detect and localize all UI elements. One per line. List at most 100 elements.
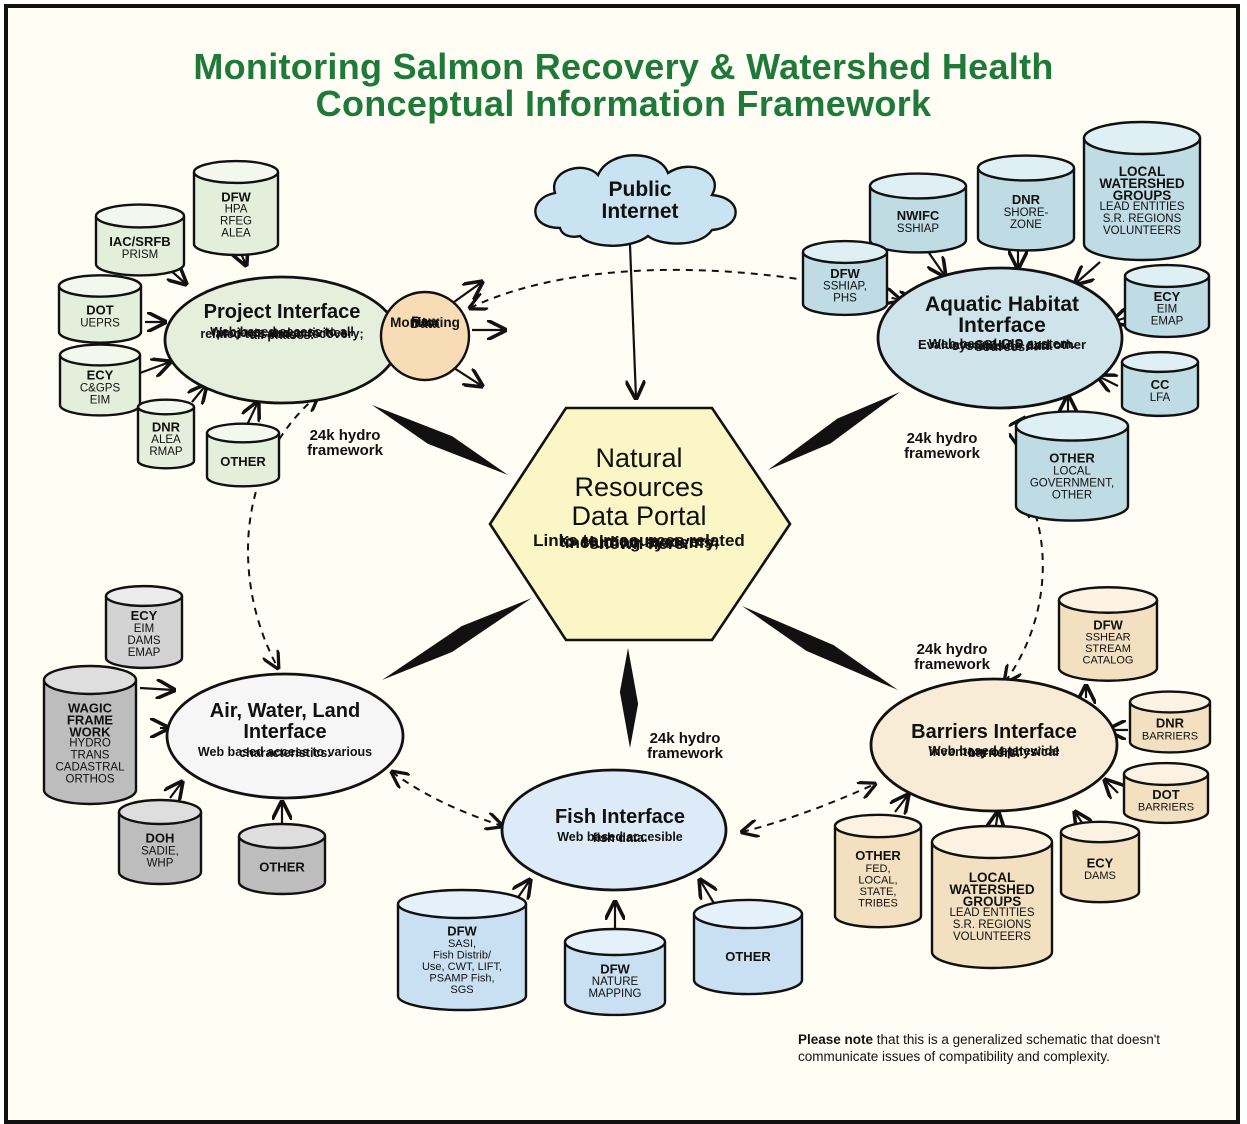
- database-aquatic-5: [1120, 350, 1200, 418]
- database-barriers-2: [1122, 761, 1210, 825]
- hydro-label: framework: [904, 445, 981, 462]
- database-barriers-1: [1128, 690, 1212, 754]
- database-name: DNR: [152, 419, 181, 434]
- cylinder-top: [1057, 586, 1159, 614]
- database-detail: PRISM: [122, 249, 158, 261]
- database-detail: CADASTRAL: [55, 762, 125, 774]
- database-detail: SHORE-: [1004, 207, 1049, 219]
- database-barriers-5: [833, 813, 923, 929]
- database-detail: SASI,: [448, 938, 476, 950]
- database-barriers-0: [1057, 586, 1159, 682]
- database-detail: GOVERNMENT,: [1030, 477, 1114, 489]
- database-detail: WHP: [147, 858, 174, 870]
- portal-title: Natural: [595, 443, 682, 473]
- cylinder-top: [57, 274, 143, 298]
- database-detail: RFEG: [220, 216, 252, 228]
- database-detail: UEPRS: [80, 318, 120, 330]
- database-detail: ZONE: [1010, 219, 1042, 231]
- database-detail: FED,: [865, 863, 890, 875]
- database-project-5: [205, 422, 281, 488]
- footnote: Please note that this is a generalized s…: [798, 1031, 1228, 1065]
- portal-link-project: [372, 405, 508, 475]
- database-detail: VOLUNTEERS: [953, 931, 1031, 943]
- hydro-connector-2: [392, 772, 502, 826]
- database-air-0: [104, 584, 184, 670]
- database-detail: STATE,: [860, 886, 897, 898]
- cloud-label: Public: [608, 178, 671, 201]
- database-name: WATERSHED: [1099, 176, 1185, 191]
- cylinder-top: [136, 398, 196, 416]
- cylinder-body: [396, 904, 528, 1012]
- database-project-0: [192, 159, 280, 257]
- database-name: CC: [1151, 377, 1170, 392]
- interface-title: Barriers Interface: [911, 721, 1077, 743]
- cylinder-body: [1123, 276, 1211, 339]
- database-detail: SSHIAP,: [823, 281, 867, 293]
- database-aquatic-1: [976, 154, 1076, 252]
- interface-description: Evaluate SSHIAP and other: [918, 337, 1086, 352]
- database-name: DNR: [1156, 715, 1185, 730]
- cylinder-top: [58, 343, 142, 367]
- hydro-connector-4: [1005, 500, 1043, 682]
- interface-title: Aquatic Habitat: [925, 293, 1079, 316]
- cylinder-top: [1120, 350, 1200, 374]
- database-detail: SSHIAP: [897, 223, 940, 235]
- interface-description: sources.: [975, 339, 1028, 354]
- database-name: ECY: [87, 367, 114, 382]
- database-detail: DAMS: [127, 635, 161, 647]
- cylinder-top: [801, 239, 889, 265]
- database-name: WATERSHED: [949, 882, 1035, 897]
- database-detail: EMAP: [128, 647, 161, 659]
- database-barriers-4: [930, 824, 1054, 970]
- interface-description: fish data.: [593, 831, 648, 845]
- cylinder-top: [1122, 761, 1210, 787]
- portal-description: shown here.: [589, 534, 688, 553]
- database-name: NWIFC: [897, 208, 940, 223]
- diagram-title-line2: Conceptual Information Framework: [315, 83, 932, 124]
- database-detail: VOLUNTEERS: [1103, 225, 1181, 237]
- cylinder-body: [1128, 702, 1212, 754]
- database-detail: EMAP: [1151, 316, 1184, 328]
- fish-interface-node: [500, 768, 728, 892]
- interface-description: Web based statewide: [928, 743, 1059, 758]
- public-internet-cloud: [534, 154, 737, 247]
- database-detail: LOCAL: [1053, 465, 1091, 477]
- barriers-interface-node: [869, 677, 1119, 813]
- database-name: OTHER: [220, 454, 266, 469]
- cylinder-body: [192, 172, 280, 257]
- database-detail: PHS: [833, 293, 857, 305]
- database-project-3: [58, 343, 142, 417]
- database-name: DOT: [1152, 787, 1180, 802]
- interface-description: Web based access to various: [198, 745, 372, 759]
- cylinder-body: [1122, 774, 1210, 825]
- cylinder-body: [1057, 600, 1159, 682]
- database-air-3: [237, 822, 327, 896]
- database-detail: SADIE,: [141, 846, 179, 858]
- database-air-2: [117, 798, 203, 886]
- database-name: FRAME: [67, 712, 114, 727]
- database-detail: LEAD ENTITIES: [1100, 201, 1185, 213]
- database-aquatic-3: [801, 239, 889, 317]
- portal-link-aquatic: [768, 392, 900, 470]
- portal-description: including systems: [565, 533, 713, 552]
- cylinder-top: [42, 664, 138, 696]
- interface-description: systems as data: [952, 338, 1053, 353]
- database-project-1: [94, 203, 186, 277]
- interface-title: Interface: [958, 314, 1046, 337]
- database-name: OTHER: [259, 860, 305, 875]
- database-detail: BARRIERS: [1142, 730, 1198, 742]
- hydro-connector-0: [470, 268, 900, 308]
- hydro-label: framework: [307, 442, 384, 459]
- database-name: GROUPS: [963, 894, 1022, 909]
- cylinder-top: [1123, 263, 1211, 289]
- database-name: OTHER: [725, 949, 771, 964]
- data-flow-arrow-8: [453, 367, 482, 386]
- database-detail: DAMS: [1084, 870, 1116, 882]
- interface-description: projects and activities: [216, 326, 347, 340]
- hydro-connector-1: [247, 395, 318, 668]
- cylinder-body: [1120, 362, 1200, 418]
- cylinder-top: [1059, 820, 1141, 844]
- interface-description: barriers.: [968, 745, 1020, 760]
- hydro-connector-3: [742, 784, 875, 832]
- database-name: LOCAL: [1119, 164, 1166, 179]
